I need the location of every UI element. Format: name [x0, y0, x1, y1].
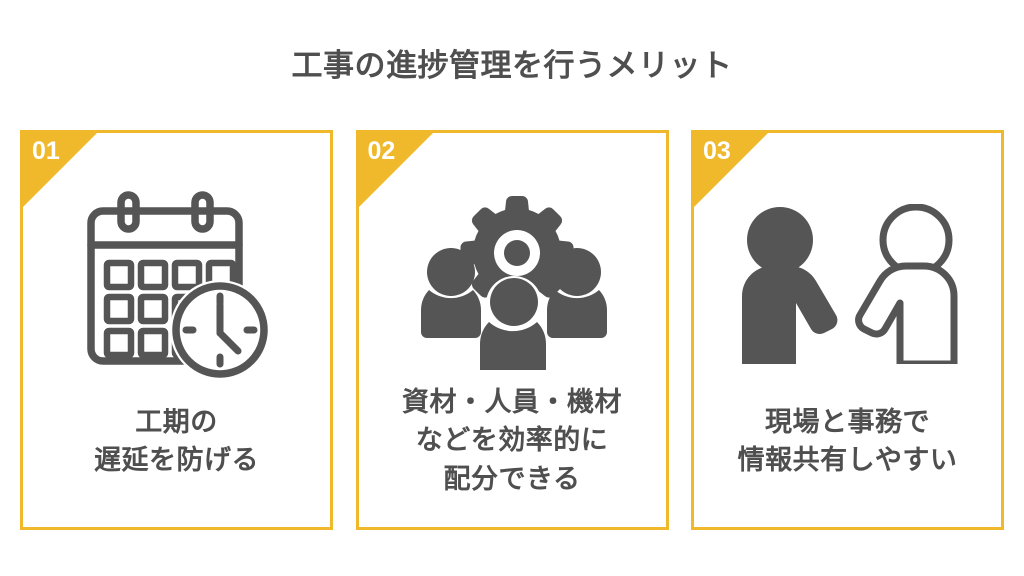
benefit-card-02[interactable]: 02: [355, 130, 669, 530]
card-text-01: 工期の 遅延を防げる: [23, 403, 330, 480]
card-text-line: などを効率的に: [415, 425, 609, 456]
card-text-03: 現場と事務で 情報共有しやすい: [694, 403, 1001, 480]
calendar-clock-icon: [23, 185, 330, 385]
card-number-01: 01: [32, 137, 60, 165]
benefit-card-01[interactable]: 01: [20, 130, 333, 530]
page-title: 工事の進捗管理を行うメリット: [291, 48, 733, 83]
benefits-card-list: 01: [20, 130, 1004, 530]
card-text-line: 工期の: [135, 407, 218, 437]
card-text-02: 資材・人員・機材 などを効率的に 配分できる: [359, 383, 666, 498]
card-text-line: 配分できる: [443, 463, 581, 494]
card-text-line: 現場と事務で: [765, 407, 930, 437]
gear-people-icon: [359, 191, 666, 371]
card-text-line: 遅延を防げる: [94, 445, 259, 476]
card-text-line: 情報共有しやすい: [737, 445, 958, 476]
card-text-line: 資材・人員・機材: [402, 387, 622, 417]
card-number-03: 03: [703, 137, 731, 165]
benefit-card-03[interactable]: 03 現場と事務で 情報共有しやすい: [691, 130, 1004, 530]
card-number-02: 02: [367, 137, 396, 165]
handshake-icon: [694, 201, 1001, 366]
